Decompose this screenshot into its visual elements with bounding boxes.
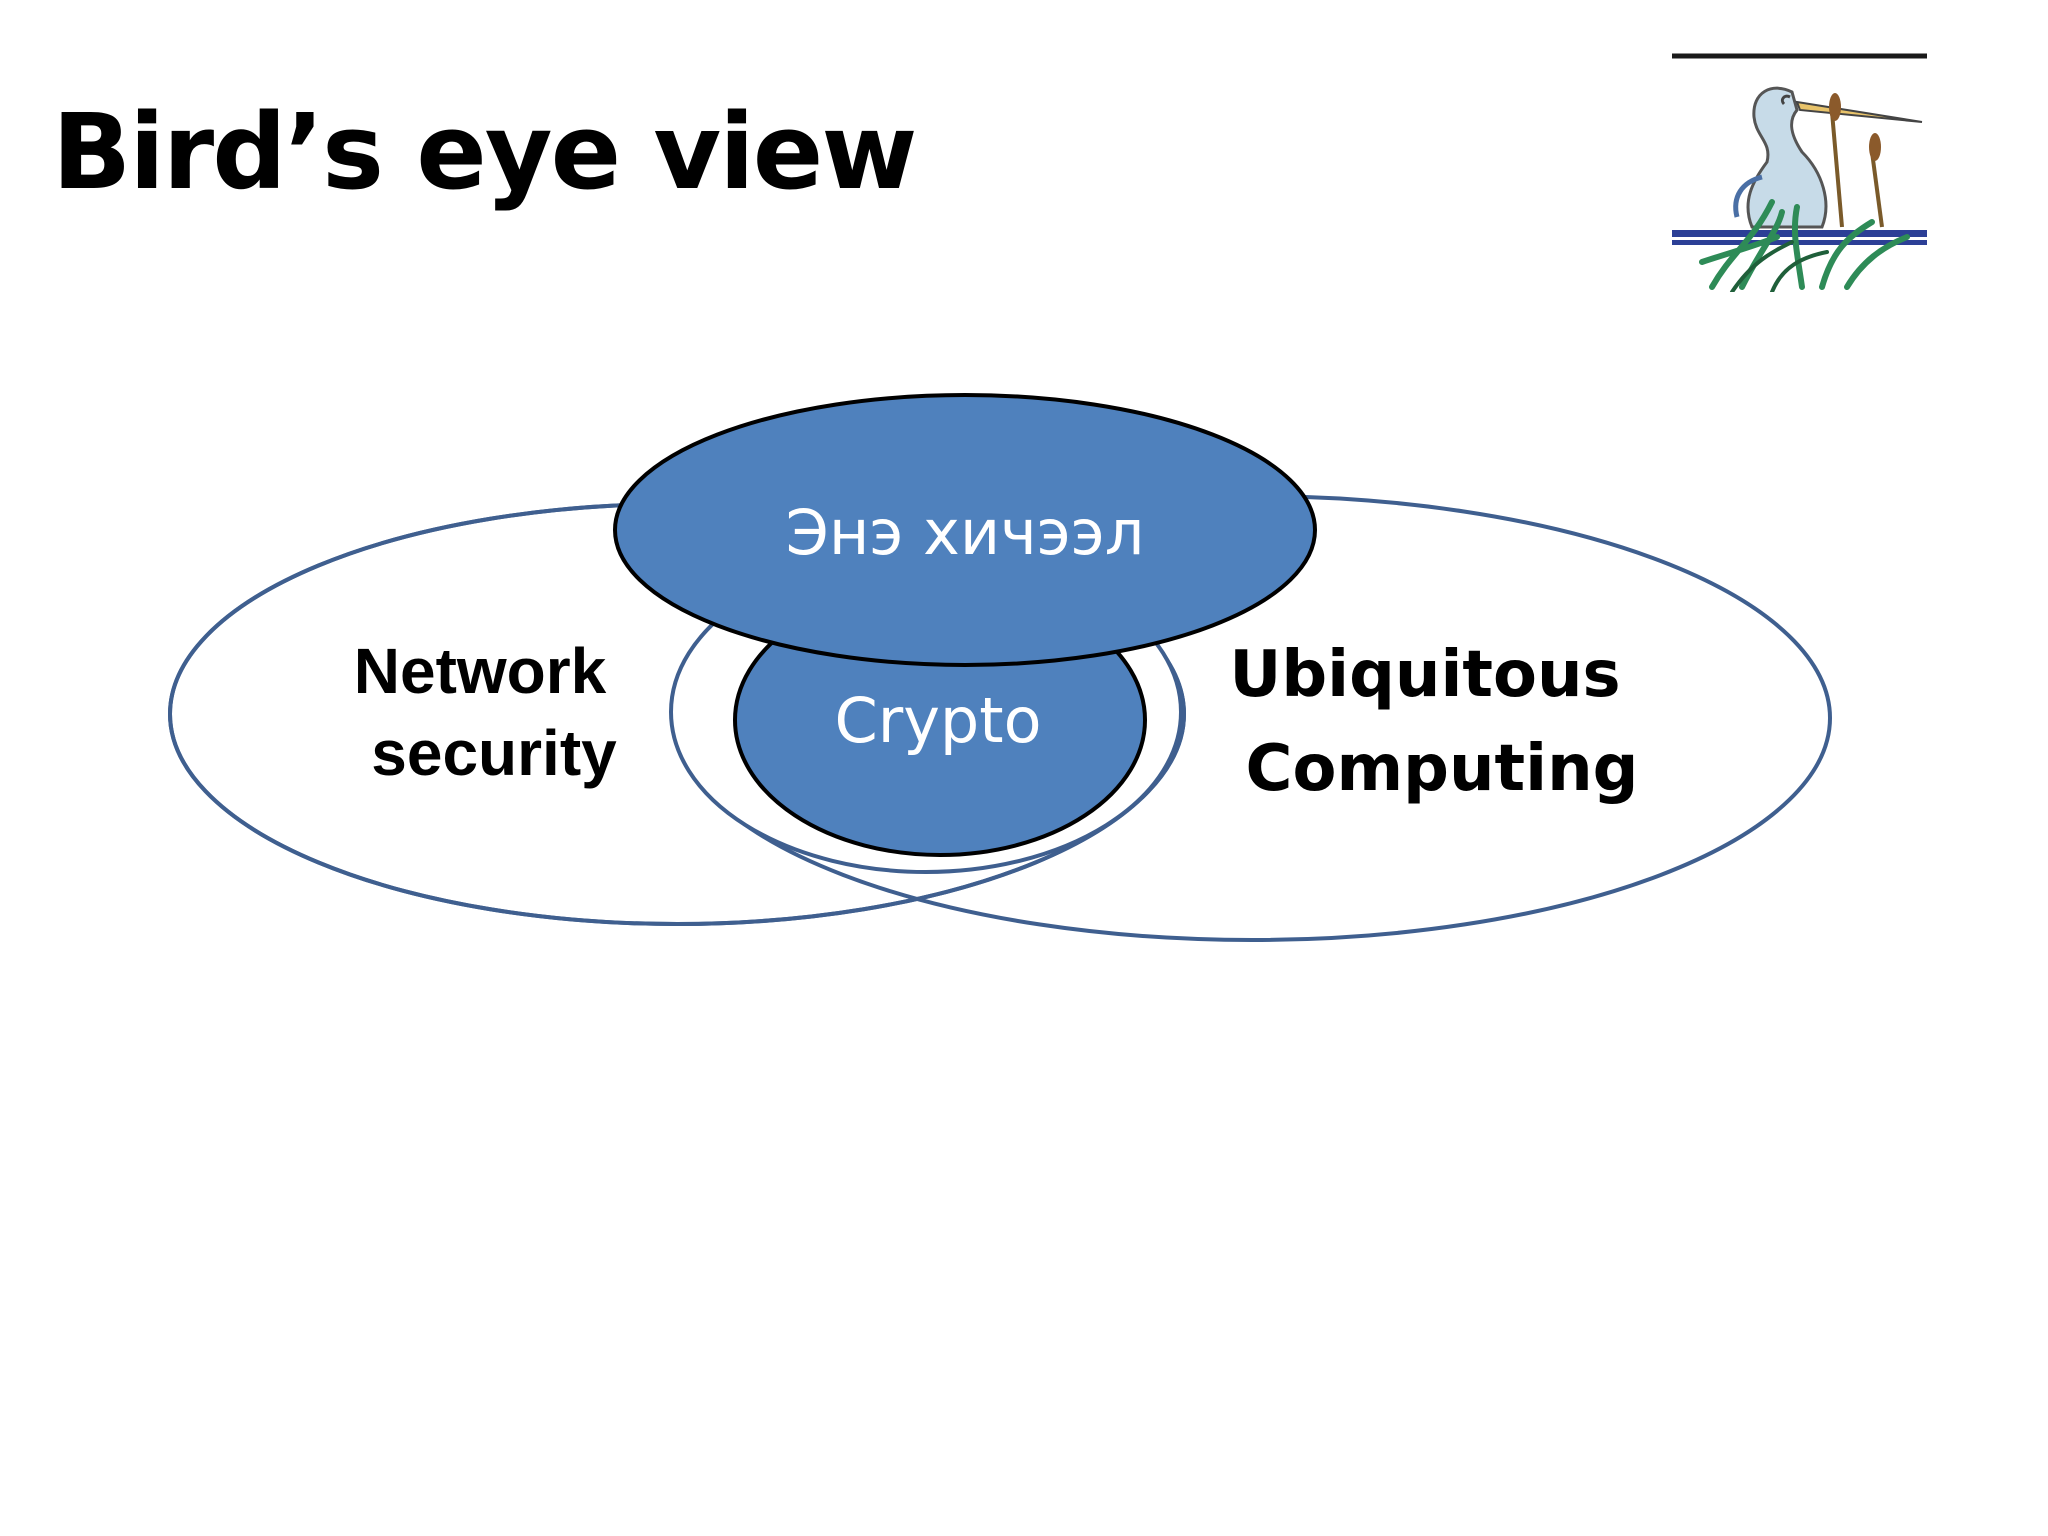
crypto-label: Crypto [834,684,1041,757]
top-ellipse [613,393,1317,667]
ubiquitous-computing-label-line2: Computing [1246,732,1639,806]
network-security-label-line2: security [371,717,617,789]
network-security-label-line1: Network [354,635,607,707]
slide-title: Bird’s eye view [52,91,917,213]
top-ellipse-label: Энэ хичээл [786,496,1145,569]
ubiquitous-computing-label-line1: Ubiquitous [1229,638,1620,712]
heron-icon [1672,53,1927,292]
